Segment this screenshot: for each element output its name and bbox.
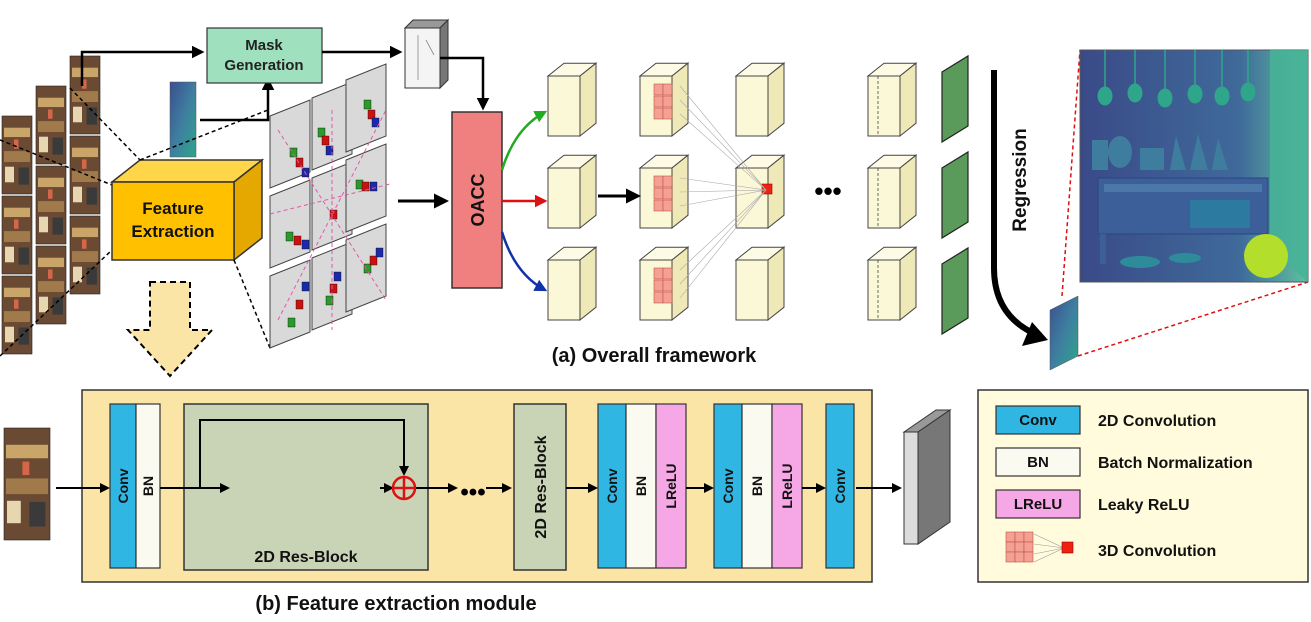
- cube-11: [866, 154, 918, 230]
- arrow-stack-to-mask: [80, 45, 275, 122]
- cost-volume-cubes: [546, 62, 918, 322]
- module-layer-label: LReLU: [663, 463, 679, 508]
- legend-item-3: LReLU Leaky ReLU: [995, 489, 1190, 519]
- module-layer-bn-9: BN: [625, 403, 657, 569]
- zoom-dashed-lines: [1061, 49, 1309, 357]
- cube-6: [638, 246, 690, 322]
- ellipsis-module: •••: [460, 479, 485, 506]
- oacc-label: OACC: [468, 174, 488, 227]
- module-layer-label: LReLU: [779, 463, 795, 508]
- feature-view-7: [269, 259, 311, 349]
- input-view-5: [35, 165, 67, 245]
- sum-node: [391, 475, 417, 501]
- feature-view-6: [345, 143, 387, 233]
- legend-desc: Batch Normalization: [1098, 455, 1253, 472]
- legend-item-4: 3D Convolution: [1005, 531, 1216, 563]
- cube-7: [734, 62, 786, 138]
- module-layer-conv-1: Conv: [109, 403, 137, 569]
- module-layer-conv-8: Conv: [597, 403, 627, 569]
- module-layer-conv-14: Conv: [825, 403, 855, 569]
- stack-dashed-guides: [0, 87, 141, 357]
- green-panels: [941, 54, 969, 336]
- input-view-9: [69, 215, 101, 295]
- regression-label: Regression: [1010, 128, 1031, 231]
- legend-tag: LReLU: [1014, 496, 1062, 513]
- module-arrows: [160, 419, 902, 493]
- module-output-feature: [902, 409, 952, 545]
- res-block-collapsed: 2D Res-Block: [513, 403, 567, 571]
- module-input-view: [3, 427, 51, 541]
- res-block-collapsed-label: 2D Res-Block: [533, 435, 550, 538]
- feature-label-line1: Feature: [142, 199, 203, 218]
- feature-label-line2: Extraction: [131, 222, 214, 241]
- depth-map-output: [1079, 49, 1309, 283]
- legend-tag: Conv: [1019, 412, 1057, 429]
- input-view-8: [35, 245, 67, 325]
- module-layer-bn-2: BN: [135, 403, 161, 569]
- module-layer-bn-12: BN: [741, 403, 773, 569]
- feature-grid: [269, 63, 391, 349]
- cube-2: [546, 154, 598, 230]
- module-layer-label: Conv: [832, 468, 848, 503]
- module-layer-lrelu-13: LReLU: [771, 403, 803, 569]
- cube-10: [866, 62, 918, 138]
- caption-overall: (a) Overall framework: [552, 345, 757, 367]
- legend-desc: 2D Convolution: [1098, 413, 1216, 430]
- oacc-box: OACC: [451, 111, 503, 289]
- mask-label-line2: Generation: [224, 57, 303, 74]
- feature-view-4: [269, 179, 311, 269]
- feature-view-5: [311, 161, 353, 251]
- cube-12: [866, 246, 918, 322]
- input-view-1: [1, 115, 33, 195]
- module-layer-lrelu-10: LReLU: [655, 403, 687, 569]
- module-layer-label: Conv: [115, 468, 131, 503]
- legend-item-1: Conv 2D Convolution: [995, 405, 1216, 435]
- input-view-7: [1, 275, 33, 355]
- caption-module: (b) Feature extraction module: [255, 593, 536, 615]
- mask-label-line1: Mask: [245, 37, 283, 54]
- legend-item-2: BN Batch Normalization: [995, 447, 1253, 477]
- module-layer-label: Conv: [604, 468, 620, 503]
- feature-view-3: [345, 63, 387, 153]
- regression-arrow: Regression: [991, 70, 1048, 346]
- legend-tag: BN: [1027, 454, 1049, 471]
- cube-4: [638, 62, 690, 138]
- small-depth-thumbnail: [169, 81, 197, 158]
- input-view-6: [69, 135, 101, 215]
- module-layer-label: BN: [749, 476, 765, 496]
- cube-5: [638, 154, 690, 230]
- feature-view-1: [269, 99, 311, 189]
- module-layer-label: BN: [633, 476, 649, 496]
- legend-desc: 3D Convolution: [1098, 543, 1216, 560]
- res-block-label: 2D Res-Block: [254, 549, 357, 566]
- feature-extraction-box: Feature Extraction: [109, 158, 265, 262]
- feature-grid-guides: [269, 109, 391, 330]
- mask-generation-box: Mask Generation: [206, 27, 323, 84]
- down-arrow-to-module: [125, 281, 215, 378]
- input-view-3: [69, 55, 101, 135]
- arrow-occlusion-to-oacc: [440, 56, 490, 111]
- module-layer-conv-11: Conv: [713, 403, 743, 569]
- ellipsis-top: •••: [814, 176, 841, 206]
- conv-fan-lines: [679, 85, 767, 299]
- feature-dashed-guides: [139, 109, 271, 349]
- legend-desc: Leaky ReLU: [1098, 497, 1190, 514]
- input-view-4: [1, 195, 33, 275]
- module-layer-label: BN: [140, 476, 156, 496]
- occlusion-mask-panel: [403, 18, 450, 90]
- arrow-blue: [500, 231, 548, 292]
- module-input-image: [3, 427, 51, 541]
- cube-1: [546, 62, 598, 138]
- arrow-green: [500, 110, 548, 171]
- cube-3: [546, 246, 598, 322]
- output-depth-thumbnail: [1049, 295, 1079, 371]
- module-layer-label: Conv: [720, 468, 736, 503]
- cube-9: [734, 246, 786, 322]
- input-image-stack: [1, 55, 101, 355]
- input-view-2: [35, 85, 67, 165]
